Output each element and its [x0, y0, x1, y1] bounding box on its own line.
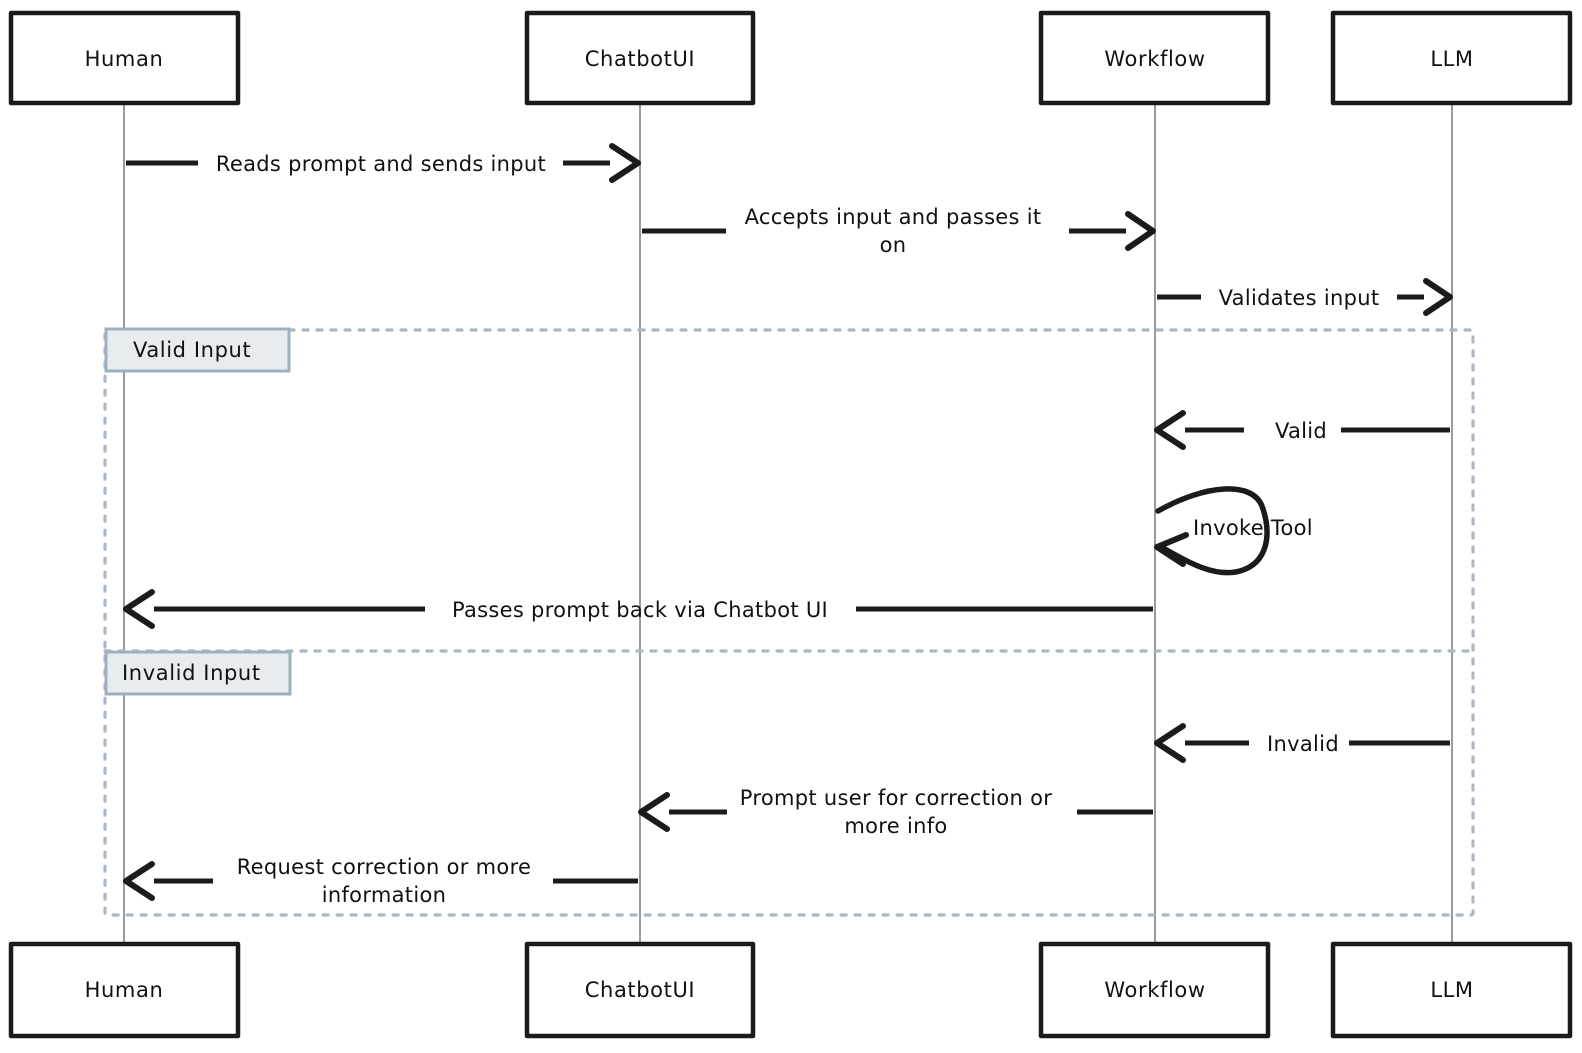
fragment-invalid-input[interactable]: Invalid Input	[104, 650, 292, 696]
participant-chatbotui-bottom[interactable]: ChatbotUI	[524, 941, 756, 1039]
fragment-invalid-input-label: Invalid Input	[122, 661, 261, 685]
participant-box	[8, 941, 241, 1039]
message-passes-prompt-back-via-chatbot-ui[interactable]: Passes prompt back via Chatbot UI	[123, 589, 1153, 629]
self-loop-path	[1155, 486, 1270, 576]
message-valid[interactable]: Valid	[1154, 410, 1450, 450]
participant-label: ChatbotUI	[585, 978, 695, 1002]
participant-box	[524, 10, 756, 106]
participant-box	[1038, 10, 1271, 106]
fragment-valid-input-outline	[103, 328, 1475, 917]
participant-label: LLM	[1430, 47, 1473, 71]
participant-label: LLM	[1430, 978, 1473, 1002]
message-label: Valid	[1275, 419, 1327, 443]
fragment-valid-input-label: Valid Input	[133, 338, 251, 362]
participant-llm-bottom[interactable]: LLM	[1330, 941, 1573, 1039]
message-validates-input[interactable]: Validates input	[1157, 278, 1453, 316]
message-label: Invoke Tool	[1193, 516, 1313, 540]
arrowhead-right	[609, 143, 641, 183]
message-label-line2: information	[322, 883, 447, 907]
message-label-line2: on	[880, 233, 907, 257]
lifelines-group	[123, 104, 1453, 944]
message-label: Request correction or more	[237, 855, 532, 879]
message-reads-prompt-and-sends-input[interactable]: Reads prompt and sends input	[126, 143, 641, 183]
participant-label: Workflow	[1104, 978, 1205, 1002]
arrowhead-left	[123, 861, 155, 901]
arrowhead-left	[1154, 532, 1189, 567]
participant-box	[1038, 941, 1271, 1039]
arrowhead-left	[123, 589, 155, 629]
participant-workflow-bottom[interactable]: Workflow	[1038, 941, 1271, 1039]
participant-label: Human	[85, 47, 164, 71]
fragment-valid-input-tag	[104, 327, 291, 373]
participant-label: Workflow	[1104, 47, 1205, 71]
fragment-invalid-input-tag	[104, 650, 292, 696]
message-invoke-tool[interactable]: Invoke Tool	[1154, 486, 1313, 576]
message-label: Prompt user for correction or	[740, 786, 1052, 810]
fragment-valid-input[interactable]: Valid Input	[103, 327, 1475, 917]
participant-workflow-top[interactable]: Workflow	[1038, 10, 1271, 106]
participant-box	[1330, 10, 1573, 106]
arrowhead-left	[1154, 410, 1186, 450]
message-label-line2: more info	[844, 814, 947, 838]
message-label: Reads prompt and sends input	[216, 152, 546, 176]
participant-box	[524, 941, 756, 1039]
participant-label: Human	[85, 978, 164, 1002]
arrowhead-right	[1125, 211, 1156, 251]
participant-chatbotui-top[interactable]: ChatbotUI	[524, 10, 756, 106]
participant-box	[1330, 941, 1573, 1039]
message-label: Accepts input and passes it	[745, 205, 1042, 229]
participant-box	[8, 10, 241, 106]
participant-human-bottom[interactable]: Human	[8, 941, 241, 1039]
participant-label: ChatbotUI	[585, 47, 695, 71]
message-invalid[interactable]: Invalid	[1154, 723, 1450, 763]
arrowhead-right	[1423, 278, 1453, 316]
arrowhead-left	[1154, 723, 1186, 763]
message-label: Passes prompt back via Chatbot UI	[452, 598, 828, 622]
participant-human-top[interactable]: Human	[8, 10, 241, 106]
message-request-correction-or-more-information[interactable]: Request correction or more information	[123, 855, 638, 907]
message-accepts-input-and-passes-it-on[interactable]: Accepts input and passes it on	[642, 205, 1156, 257]
message-label: Invalid	[1267, 732, 1339, 756]
message-label: Validates input	[1219, 286, 1380, 310]
arrowhead-left	[638, 792, 670, 832]
participant-llm-top[interactable]: LLM	[1330, 10, 1573, 106]
message-prompt-user-for-correction-or-more-info[interactable]: Prompt user for correction or more info	[638, 786, 1153, 838]
